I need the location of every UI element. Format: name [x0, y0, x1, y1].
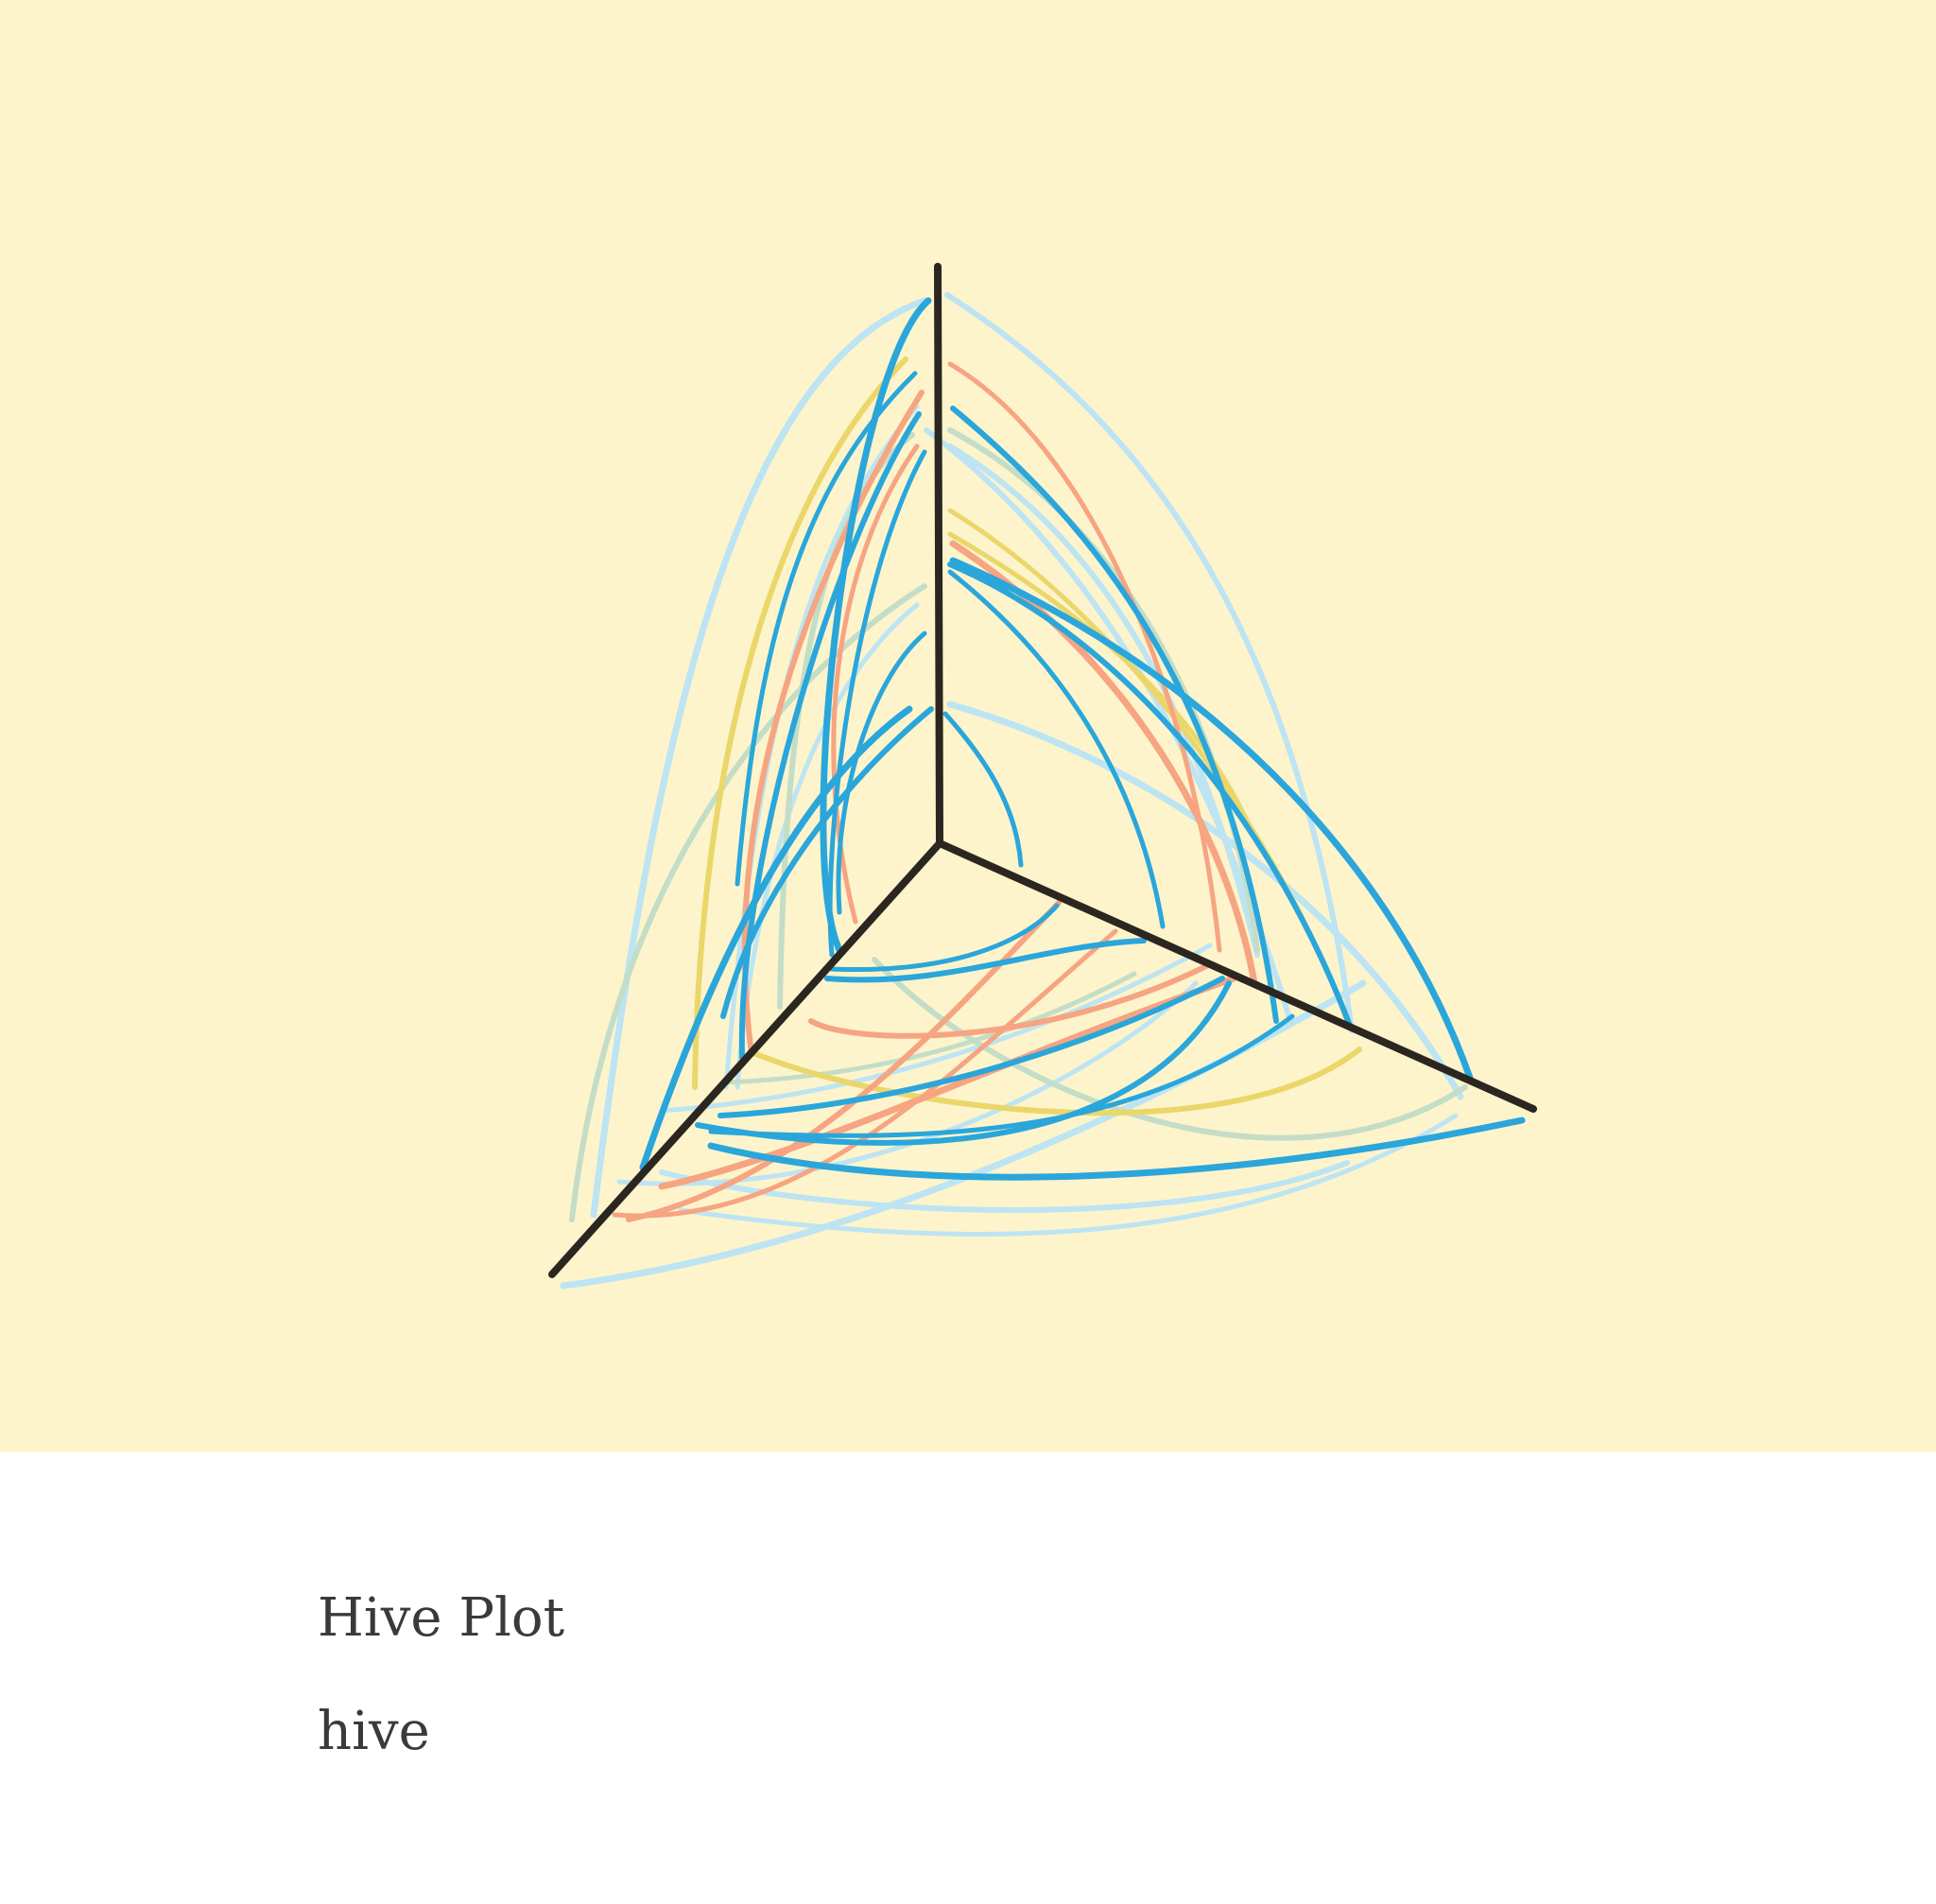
link-salmon-26 [658, 975, 1237, 1190]
link-yellow-17 [692, 356, 908, 1090]
link-deep-35 [639, 705, 913, 1171]
link-light-7 [616, 980, 1199, 1186]
link-deep-29 [820, 297, 932, 954]
caption-title: Hive Plot [318, 1587, 565, 1649]
axis-lower-right [936, 839, 1537, 1113]
caption-subtitle: hive [318, 1701, 430, 1762]
link-deep-30 [735, 371, 918, 887]
link-light-11 [678, 1113, 1459, 1237]
link-light-1 [944, 292, 1355, 1033]
link-deep-32 [827, 449, 927, 958]
link-deep-43 [717, 976, 1225, 1118]
link-sage-15 [720, 971, 1137, 1085]
link-salmon-22 [947, 361, 1222, 953]
axis-lower-left [548, 839, 943, 1278]
caption-block: Hive Plot hive [318, 1588, 564, 1762]
link-light-3 [659, 1160, 1350, 1213]
link-deep-36 [942, 711, 1024, 868]
link-deep-37 [947, 569, 1166, 929]
link-sage-14 [872, 957, 1468, 1141]
link-salmon-24 [626, 900, 1062, 1222]
hive-axes [548, 263, 1537, 1278]
link-deep-46 [708, 1013, 1295, 1138]
link-light-8 [659, 943, 1213, 1114]
link-deep-34 [720, 706, 934, 1019]
link-deep-45 [707, 1116, 1526, 1181]
link-light-6 [946, 701, 1464, 1100]
hive-plot-svg [0, 0, 1936, 1452]
link-deep-40 [949, 557, 1474, 1082]
link-deep-38 [950, 406, 1279, 1024]
link-deep-39 [947, 562, 1353, 1029]
link-yellow-18 [753, 1047, 1362, 1116]
hive-links [560, 292, 1526, 1290]
hive-plot-figure [0, 0, 1936, 1452]
link-deep-42 [829, 903, 1060, 973]
link-deep-31 [738, 411, 922, 1060]
axis-vertical [934, 263, 943, 847]
link-deep-41 [824, 938, 1147, 983]
link-salmon-27 [808, 961, 1213, 1039]
